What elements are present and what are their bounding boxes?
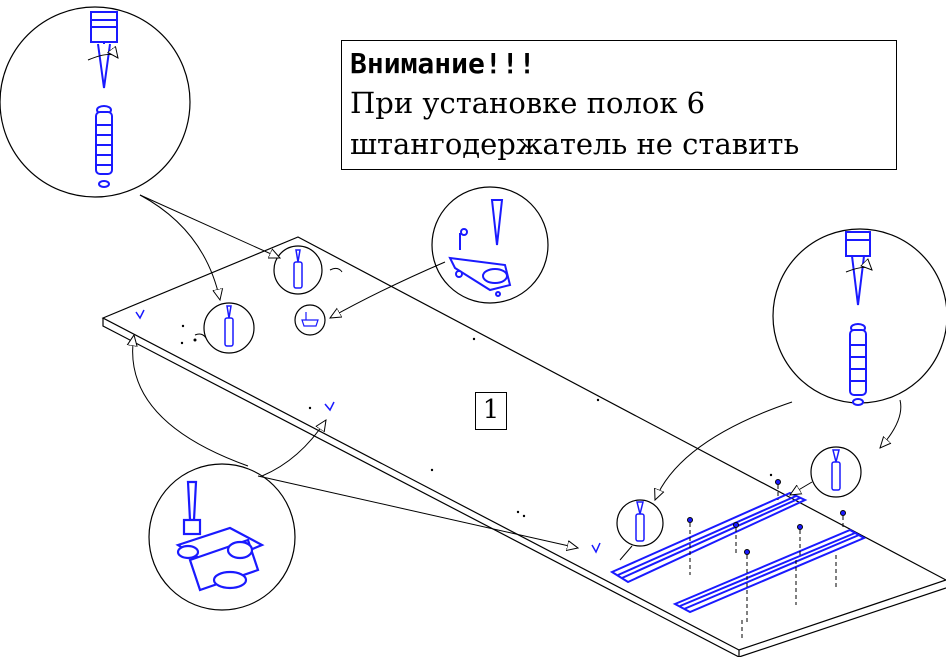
drawer-slide-2 xyxy=(672,528,867,614)
callout-rod-holder-small xyxy=(294,304,326,336)
slide-screws xyxy=(687,479,846,638)
warning-notice: Внимание!!! При установке полок 6 штанго… xyxy=(341,40,897,170)
callout-confirmat-screw-right-small xyxy=(810,446,862,498)
callout-confirmat-screw-right xyxy=(772,228,946,406)
panel-holes xyxy=(180,324,773,518)
callout-confirmat-screw-small-2 xyxy=(273,245,323,295)
callout-rod-holder-large xyxy=(431,186,549,304)
callout-confirmat-screw-large xyxy=(0,6,191,198)
panel-hardware-marks xyxy=(135,309,601,554)
callout-confirmat-screw-small-1 xyxy=(203,302,255,354)
warning-title: Внимание!!! xyxy=(350,47,536,80)
part-number-label: 1 xyxy=(475,392,507,430)
leader-lines xyxy=(133,194,902,561)
warning-line-1: При установке полок 6 xyxy=(350,86,706,120)
panel-dowel-marks xyxy=(194,267,343,339)
drawer-slide-1 xyxy=(609,491,808,584)
panel-board xyxy=(101,236,946,657)
callout-hinge-connector xyxy=(148,463,296,611)
warning-line-2: штангодержатель не ставить xyxy=(350,127,800,161)
callout-confirmat-screw-bottom xyxy=(616,499,664,547)
